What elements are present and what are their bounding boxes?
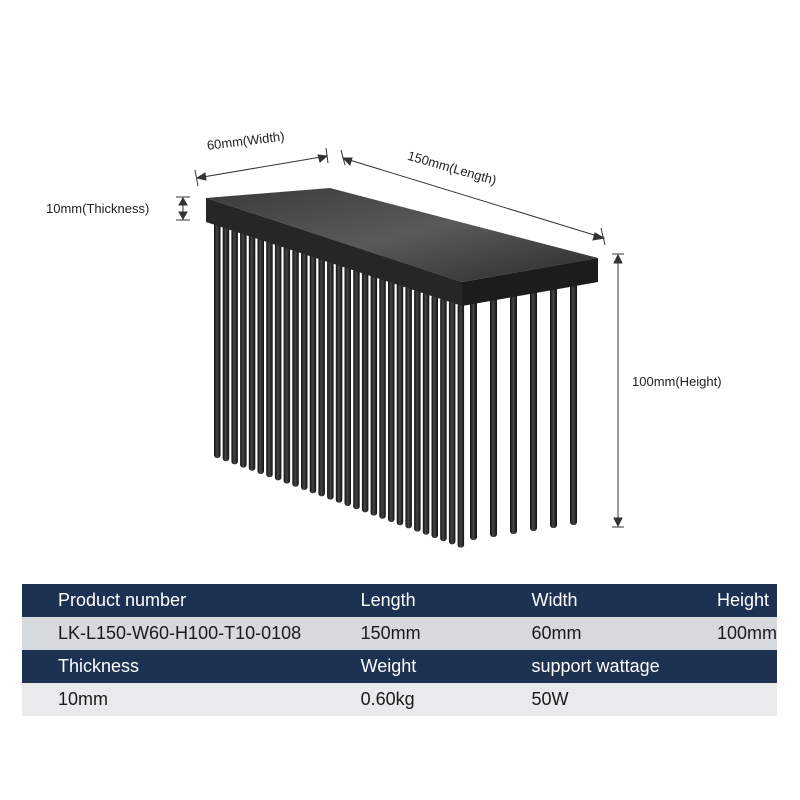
header-support-wattage: support wattage	[495, 650, 681, 683]
value-thickness: 10mm	[22, 683, 325, 716]
header-thickness: Thickness	[22, 650, 325, 683]
header-weight: Weight	[324, 650, 496, 683]
heatsink-illustration	[176, 147, 624, 548]
value-support-wattage: 50W	[495, 683, 681, 716]
pin-fins	[214, 222, 577, 548]
table-header-row: Product number Length Width Height	[22, 584, 777, 617]
thickness-dimension-label: 10mm(Thickness)	[46, 201, 150, 216]
height-dimension-label: 100mm(Height)	[632, 374, 722, 389]
value-empty	[680, 683, 777, 716]
header-width: Width	[495, 584, 681, 617]
product-diagram: 60mm(Width) 150mm(Length) 10mm(Thickness…	[46, 128, 722, 548]
table-header-row: Thickness Weight support wattage	[22, 650, 777, 683]
value-product-number: LK-L150-W60-H100-T10-0108	[22, 617, 325, 650]
value-height: 100mm	[680, 617, 777, 650]
value-weight: 0.60kg	[324, 683, 496, 716]
value-width: 60mm	[495, 617, 681, 650]
value-length: 150mm	[324, 617, 496, 650]
header-height: Height	[680, 584, 777, 617]
table-row: 10mm 0.60kg 50W	[22, 683, 777, 716]
header-product-number: Product number	[22, 584, 325, 617]
spec-table: Product number Length Width Height LK-L1…	[22, 584, 777, 716]
table-row: LK-L150-W60-H100-T10-0108 150mm 60mm 100…	[22, 617, 777, 650]
header-empty	[680, 650, 777, 683]
header-length: Length	[324, 584, 496, 617]
